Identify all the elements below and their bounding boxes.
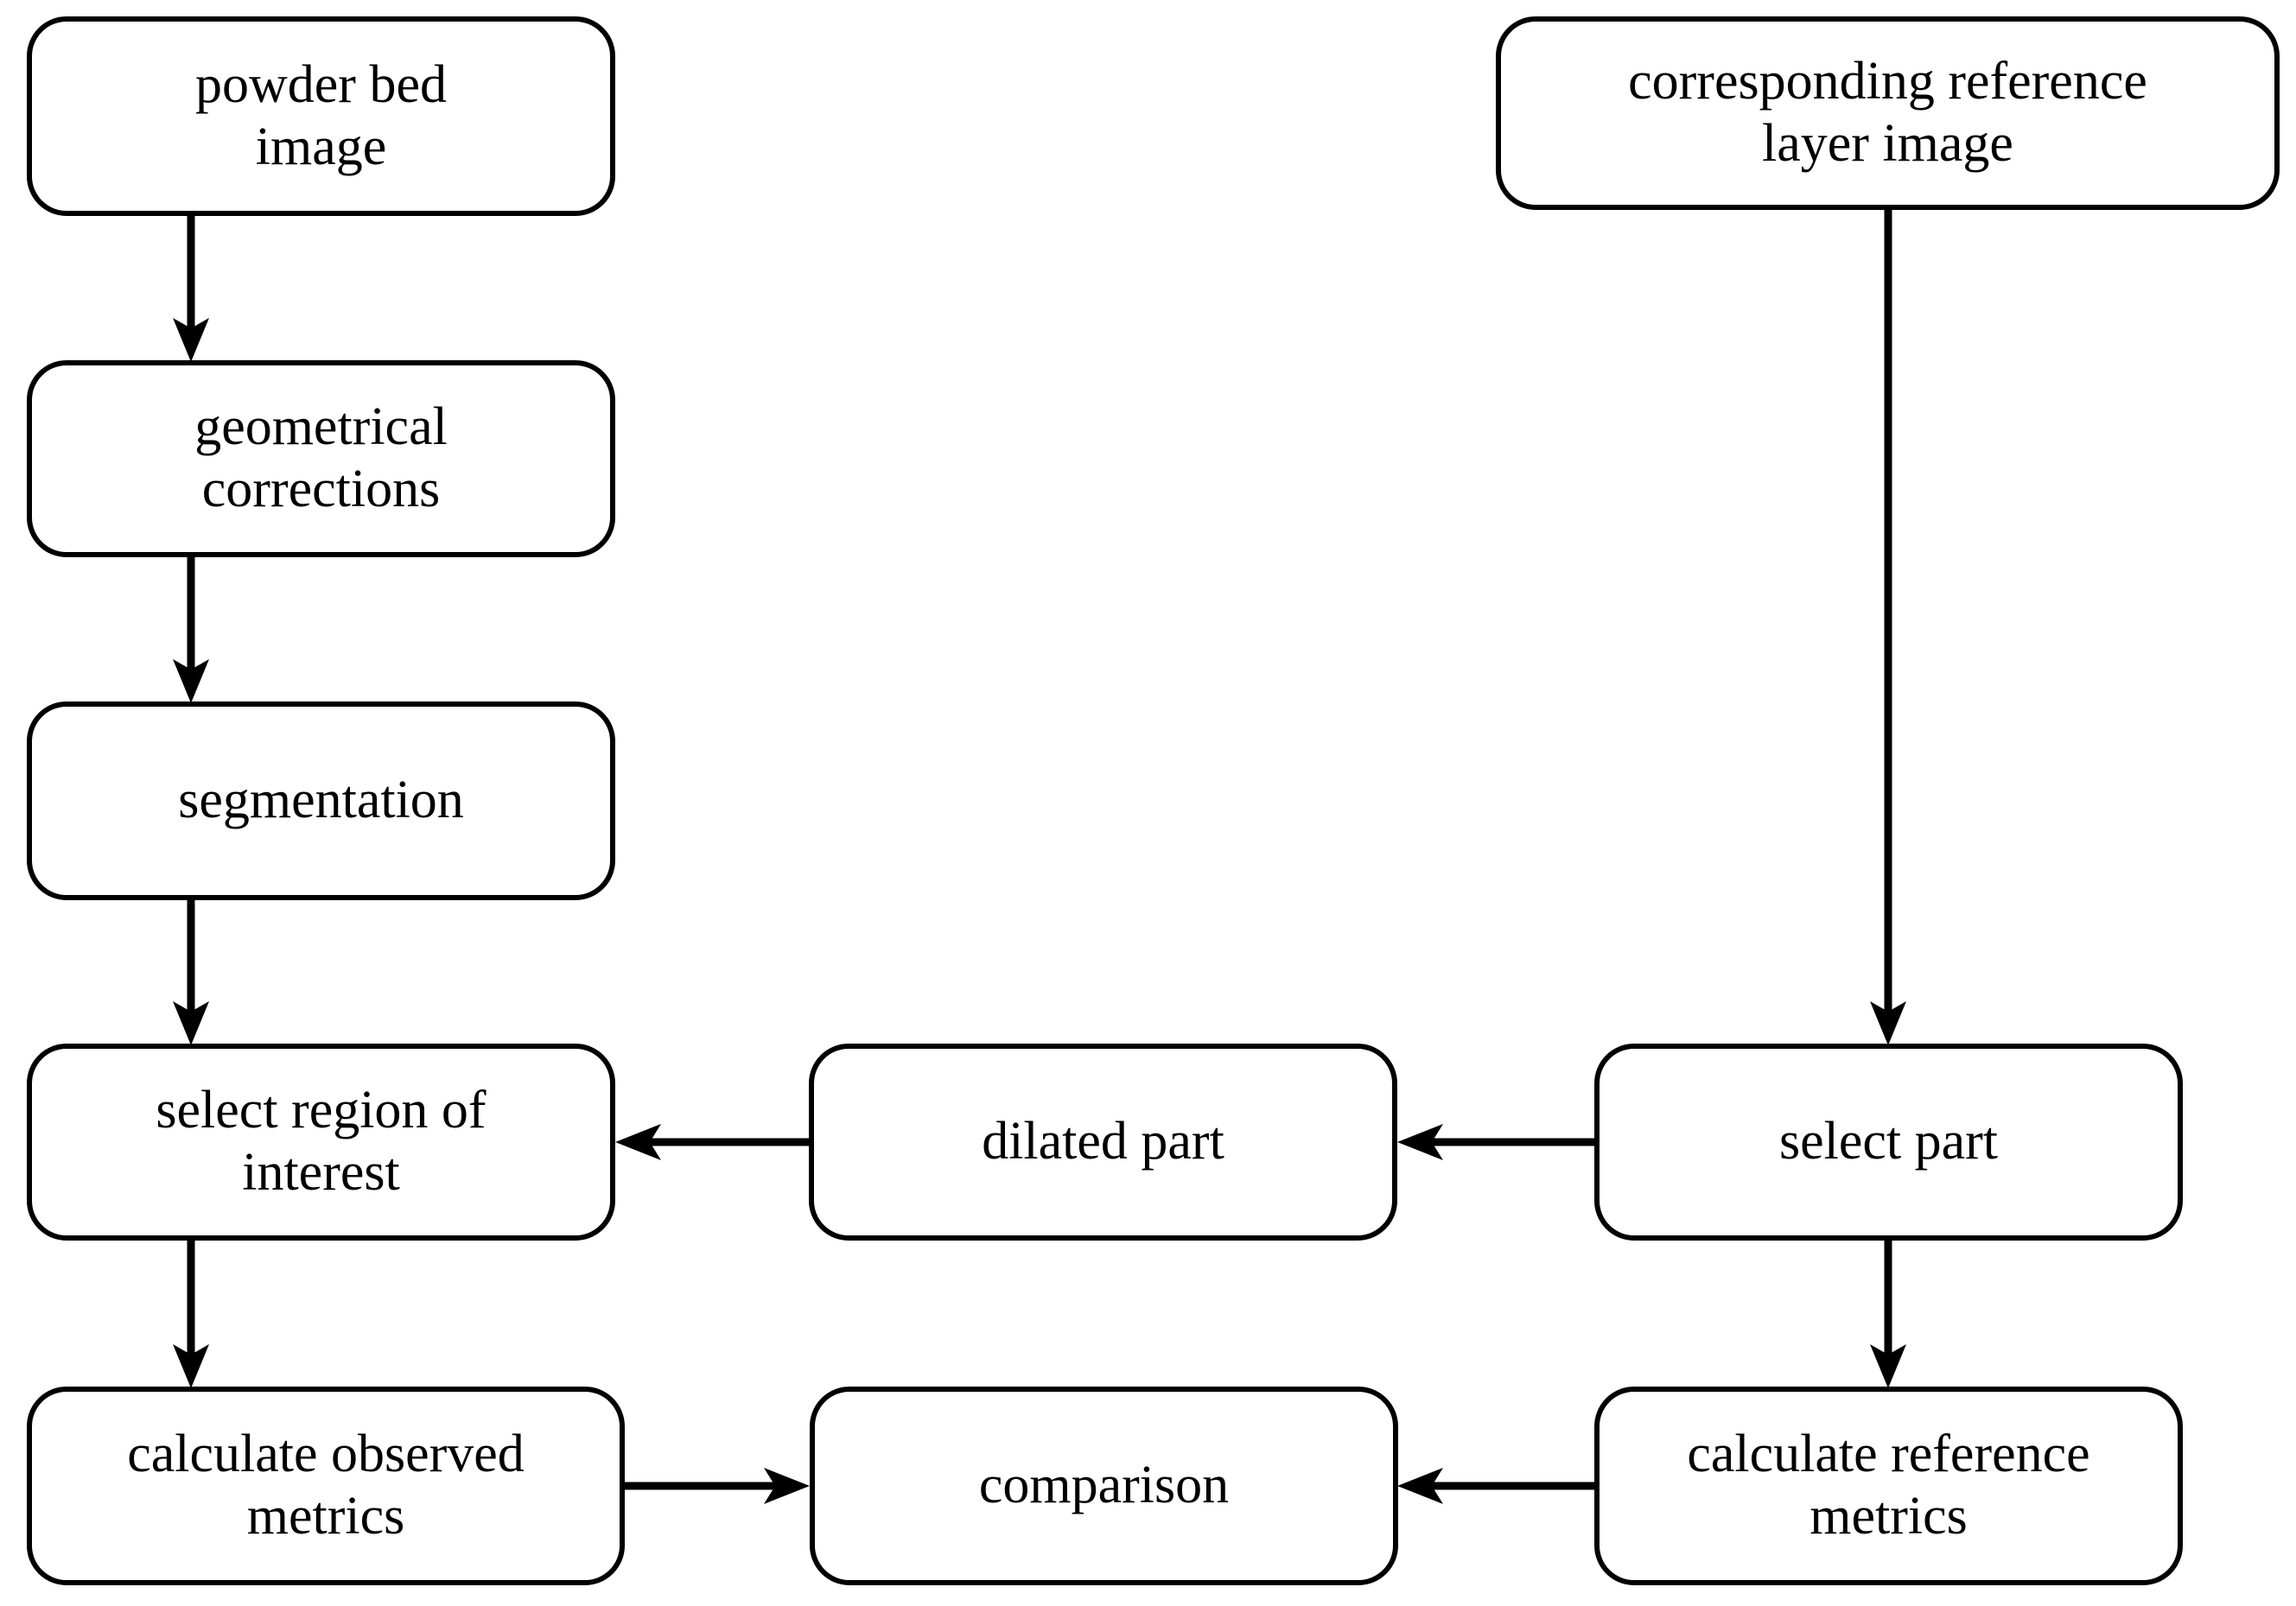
edge-segmentation-to-roi bbox=[173, 900, 209, 1045]
edge-reference-image-to-select-part bbox=[1870, 210, 1906, 1045]
node-geometrical-corrections[interactable]: geometrical corrections bbox=[27, 360, 615, 557]
node-calculate-reference-metrics[interactable]: calculate reference metrics bbox=[1594, 1387, 2183, 1585]
node-segmentation[interactable]: segmentation bbox=[27, 701, 615, 900]
edge-roi-to-observed-metrics bbox=[173, 1241, 209, 1388]
node-dilated-part[interactable]: dilated part bbox=[809, 1044, 1397, 1241]
edge-dilated-part-to-roi bbox=[615, 1124, 809, 1160]
node-reference-layer-image[interactable]: corresponding reference layer image bbox=[1496, 16, 2280, 210]
edge-select-part-to-dilated-part bbox=[1397, 1124, 1594, 1160]
edge-reference-metrics-to-comparison bbox=[1397, 1468, 1594, 1504]
node-select-part[interactable]: select part bbox=[1594, 1044, 2183, 1241]
node-calculate-observed-metrics[interactable]: calculate observed metrics bbox=[27, 1387, 625, 1585]
edge-geometrical-to-segmentation bbox=[173, 557, 209, 703]
edge-observed-metrics-to-comparison bbox=[625, 1468, 810, 1504]
node-comparison[interactable]: comparison bbox=[810, 1387, 1398, 1585]
edge-powder-bed-to-geometrical bbox=[173, 216, 209, 362]
edge-select-part-to-reference-metrics bbox=[1870, 1241, 1906, 1388]
node-powder-bed-image[interactable]: powder bed image bbox=[27, 16, 615, 216]
node-select-region-of-interest[interactable]: select region of interest bbox=[27, 1044, 615, 1241]
